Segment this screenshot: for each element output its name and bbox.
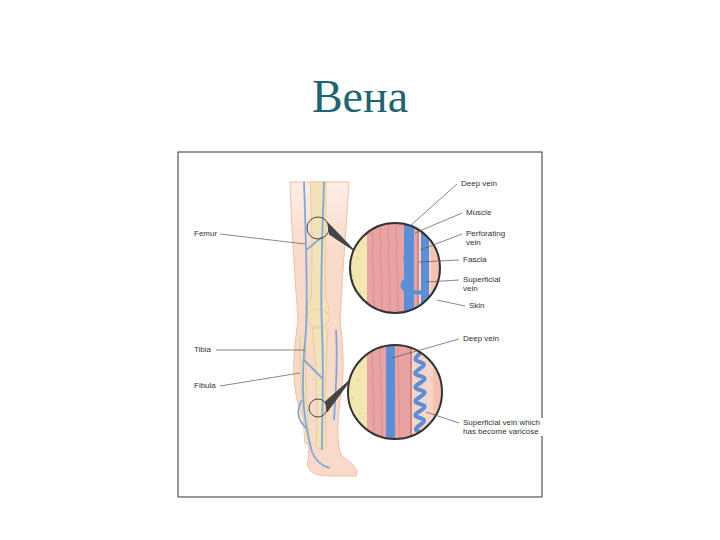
part-label: Femur (193, 229, 218, 238)
normal-vein-inset (345, 220, 445, 320)
zoom-marker (309, 399, 327, 417)
tibia-bone (312, 328, 328, 448)
knee-bone (307, 309, 329, 327)
part-label: Tibia (193, 345, 212, 354)
part-label: Skin (468, 301, 486, 310)
part-label: Perforating vein (465, 229, 519, 247)
zoom-marker (307, 217, 329, 239)
leg-outline (290, 182, 357, 476)
part-label: Superficial vein (462, 275, 516, 293)
varicose-vein-inset (345, 342, 447, 444)
inset-circle (350, 223, 440, 313)
zoom-pointer (327, 222, 356, 252)
inset-circle (348, 345, 442, 439)
part-label: Superficial vein which has become varico… (462, 418, 549, 436)
part-label: Muscle (465, 208, 492, 217)
slide-title: Вена (0, 72, 720, 123)
figure-frame (178, 152, 542, 497)
leg-veins (299, 182, 337, 468)
part-label: Deep vein (460, 179, 498, 188)
part-label: Deep vein (462, 334, 500, 343)
part-label: Fascia (462, 255, 488, 264)
femur-bone (307, 182, 328, 316)
leader-lines (216, 184, 465, 423)
part-label: Fibula (193, 381, 217, 390)
